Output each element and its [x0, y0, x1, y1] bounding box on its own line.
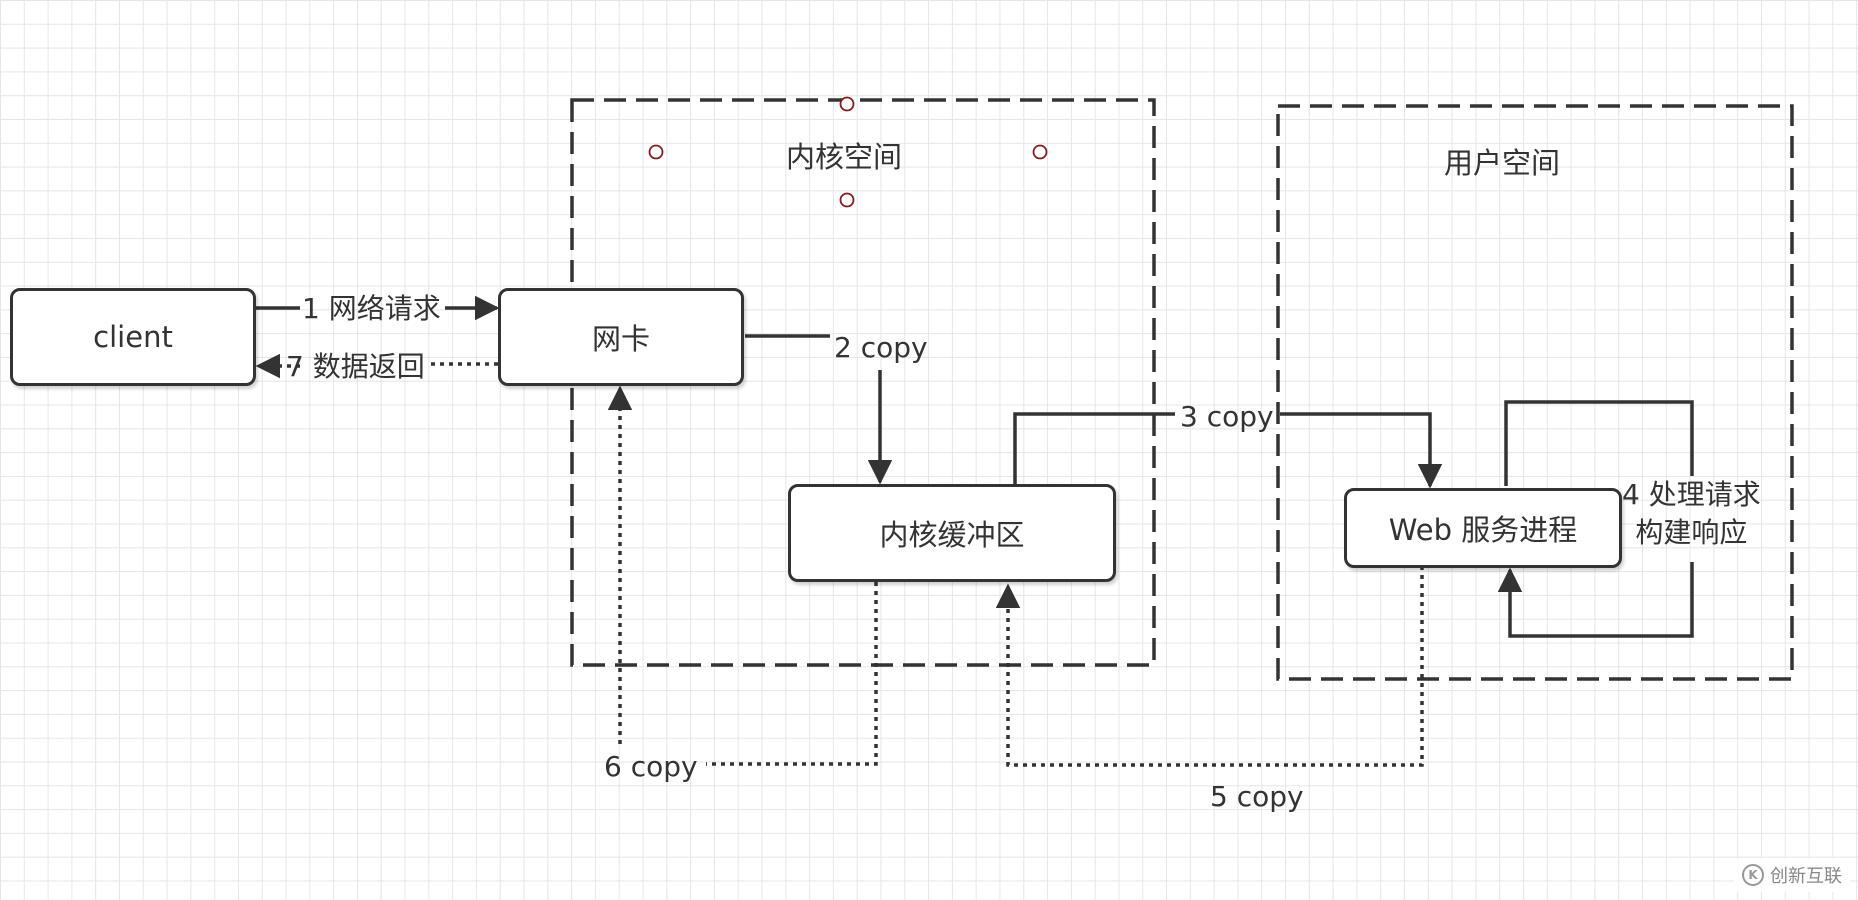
edge-5-label: 5 copy	[1210, 780, 1304, 813]
web-process-node[interactable]: Web 服务进程	[1344, 488, 1622, 568]
edge-4-label: 4 处理请求 构建响应	[1622, 476, 1761, 552]
handle-right[interactable]	[1032, 144, 1048, 160]
edge-4-label-line2: 构建响应	[1635, 516, 1748, 549]
watermark-text: 创新互联	[1770, 866, 1842, 887]
edge-1-label: 1 网络请求	[302, 292, 441, 325]
edge-4-label-line1: 4 处理请求	[1622, 478, 1761, 511]
kernel-buffer-node[interactable]: 内核缓冲区	[788, 484, 1116, 582]
handle-bottom[interactable]	[839, 192, 855, 208]
user-space-label: 用户空间	[1444, 146, 1561, 180]
edge-2-label: 2 copy	[834, 331, 928, 364]
edge-6-label: 6 copy	[604, 750, 698, 783]
edge-3-copy[interactable]	[1013, 412, 1430, 486]
edge-7-return[interactable]	[258, 364, 498, 366]
user-space-zone	[1276, 104, 1794, 681]
kernel-space-label: 内核空间	[786, 140, 903, 174]
edge-5-copy[interactable]	[995, 566, 1424, 767]
handle-left[interactable]	[648, 144, 664, 160]
watermark-logo-icon: K	[1742, 864, 1764, 886]
edge-6-copy[interactable]	[620, 388, 878, 766]
edge-4-loop[interactable]	[1506, 400, 1694, 638]
edge-7-label: 7 数据返回	[286, 350, 425, 383]
selection-handles[interactable]	[648, 96, 1048, 208]
kernel-space-zone	[570, 98, 1156, 667]
handle-top[interactable]	[839, 96, 855, 112]
edge-2-copy[interactable]	[745, 334, 880, 482]
client-node[interactable]: client	[10, 288, 256, 386]
watermark: K 创新互联	[1734, 858, 1850, 892]
edge-3-label: 3 copy	[1180, 400, 1274, 433]
nic-node[interactable]: 网卡	[498, 288, 744, 386]
